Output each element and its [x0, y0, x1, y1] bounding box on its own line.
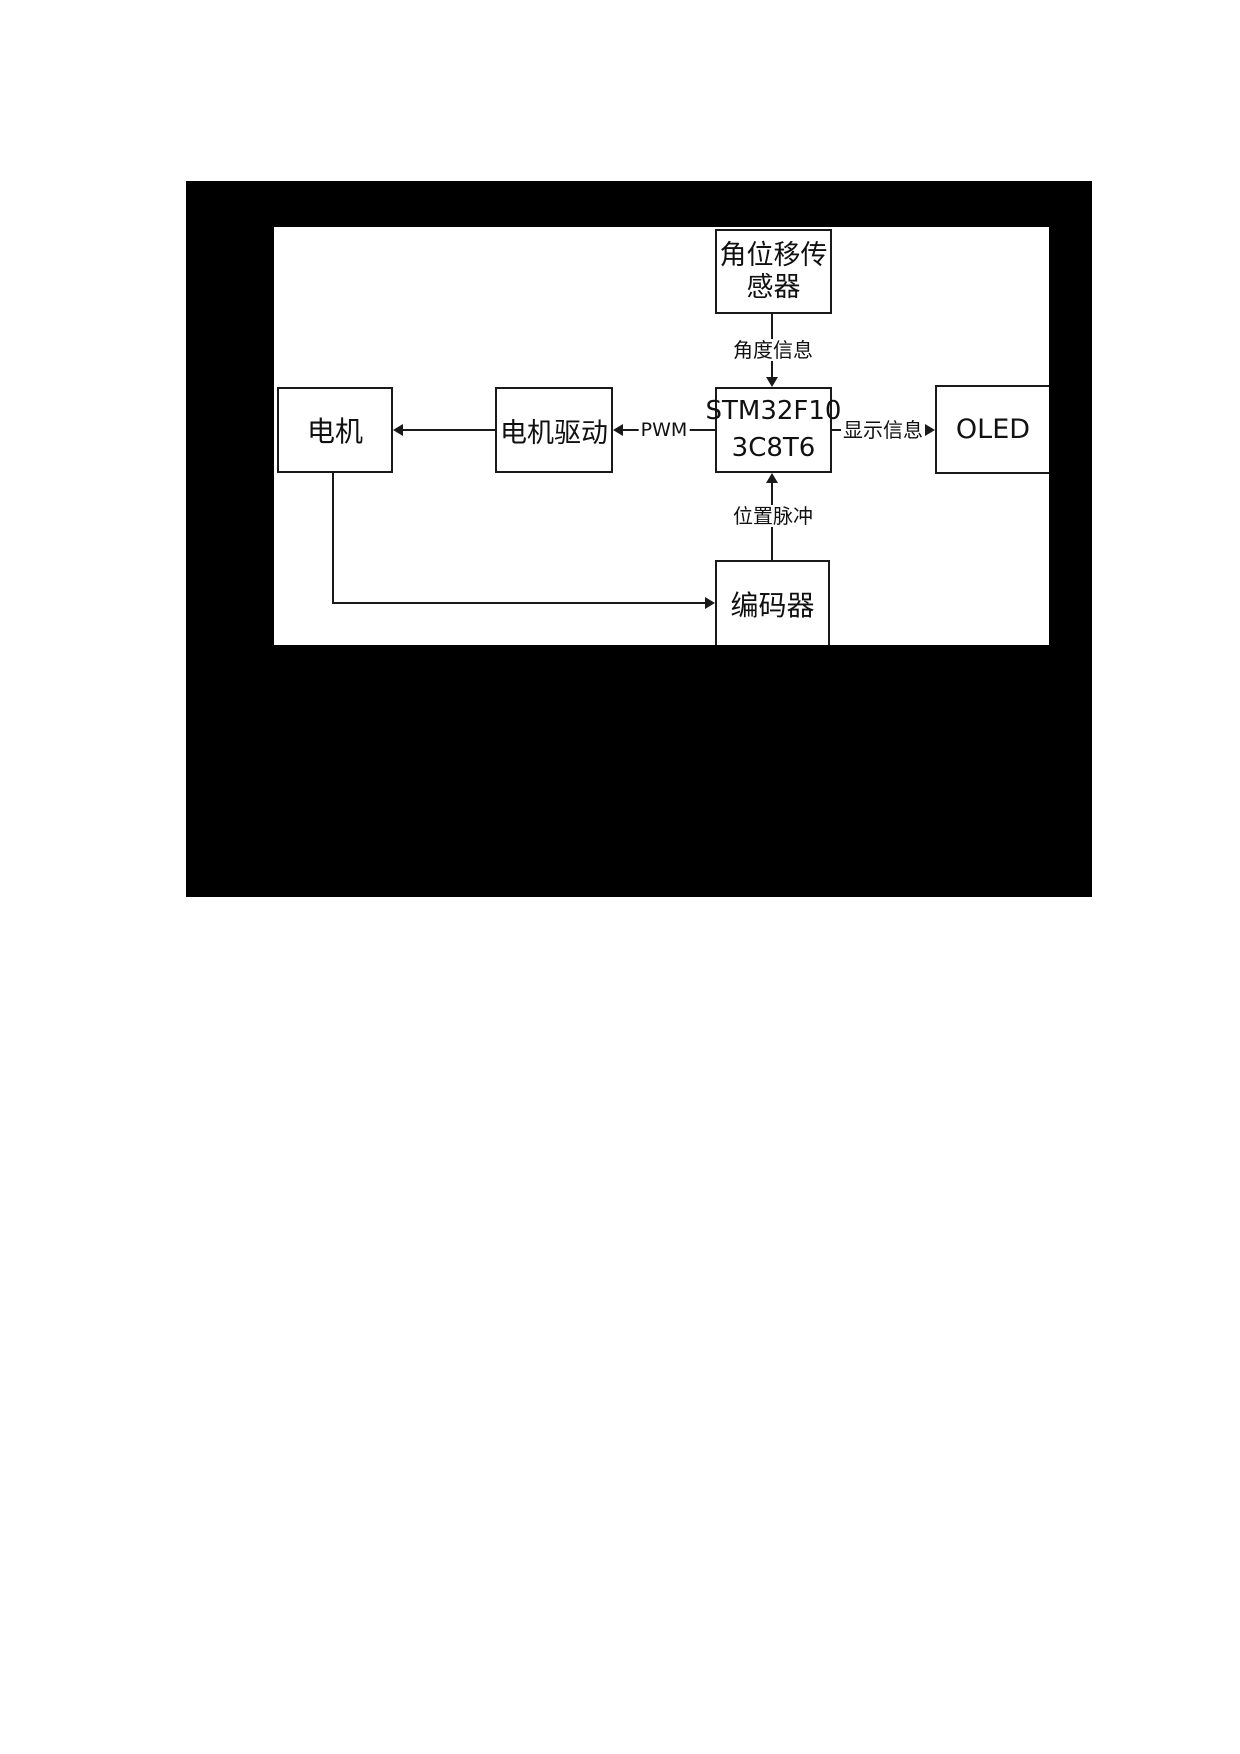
motor-down-line — [332, 473, 334, 604]
angle-info-label: 角度信息 — [731, 338, 815, 362]
arrowhead-right-into-encoder-icon — [705, 597, 715, 609]
angular-displacement-sensor-label-line1: 角位移传 — [719, 239, 828, 271]
mcu-label-line1: STM32F10 — [705, 396, 842, 426]
arrowhead-left-into-driver-icon — [613, 424, 623, 436]
motor-to-encoder-line — [332, 602, 705, 604]
oled-box: OLED — [935, 385, 1049, 474]
motor-driver-label: 电机驱动 — [500, 417, 608, 449]
driver-to-motor-line — [403, 429, 495, 431]
arrowhead-down-icon — [766, 377, 778, 387]
display-info-label: 显示信息 — [841, 418, 925, 442]
arrowhead-up-icon — [766, 473, 778, 483]
arrowhead-left-into-motor-icon — [393, 424, 403, 436]
motor-driver-box: 电机驱动 — [495, 387, 613, 473]
motor-label: 电机 — [306, 415, 363, 448]
mcu-label-line2: 3C8T6 — [731, 433, 816, 463]
angular-displacement-sensor-box: 角位移传 感器 — [715, 229, 832, 314]
encoder-label: 编码器 — [730, 588, 815, 622]
encoder-box: 编码器 — [715, 560, 830, 645]
oled-label: OLED — [955, 414, 1031, 445]
motor-box: 电机 — [277, 387, 393, 473]
diagram-canvas: 角位移传 感器 电机 电机驱动 STM32F10 3C8T6 OLED 编码器 — [274, 227, 1049, 645]
diagram-black-background: 角位移传 感器 电机 电机驱动 STM32F10 3C8T6 OLED 编码器 — [186, 181, 1092, 897]
arrowhead-right-into-oled-icon — [925, 424, 935, 436]
angular-displacement-sensor-label-line2: 感器 — [746, 271, 801, 303]
mcu-box: STM32F10 3C8T6 — [706, 387, 841, 473]
pwm-label: PWM — [638, 419, 690, 441]
position-pulse-label: 位置脉冲 — [731, 504, 815, 528]
